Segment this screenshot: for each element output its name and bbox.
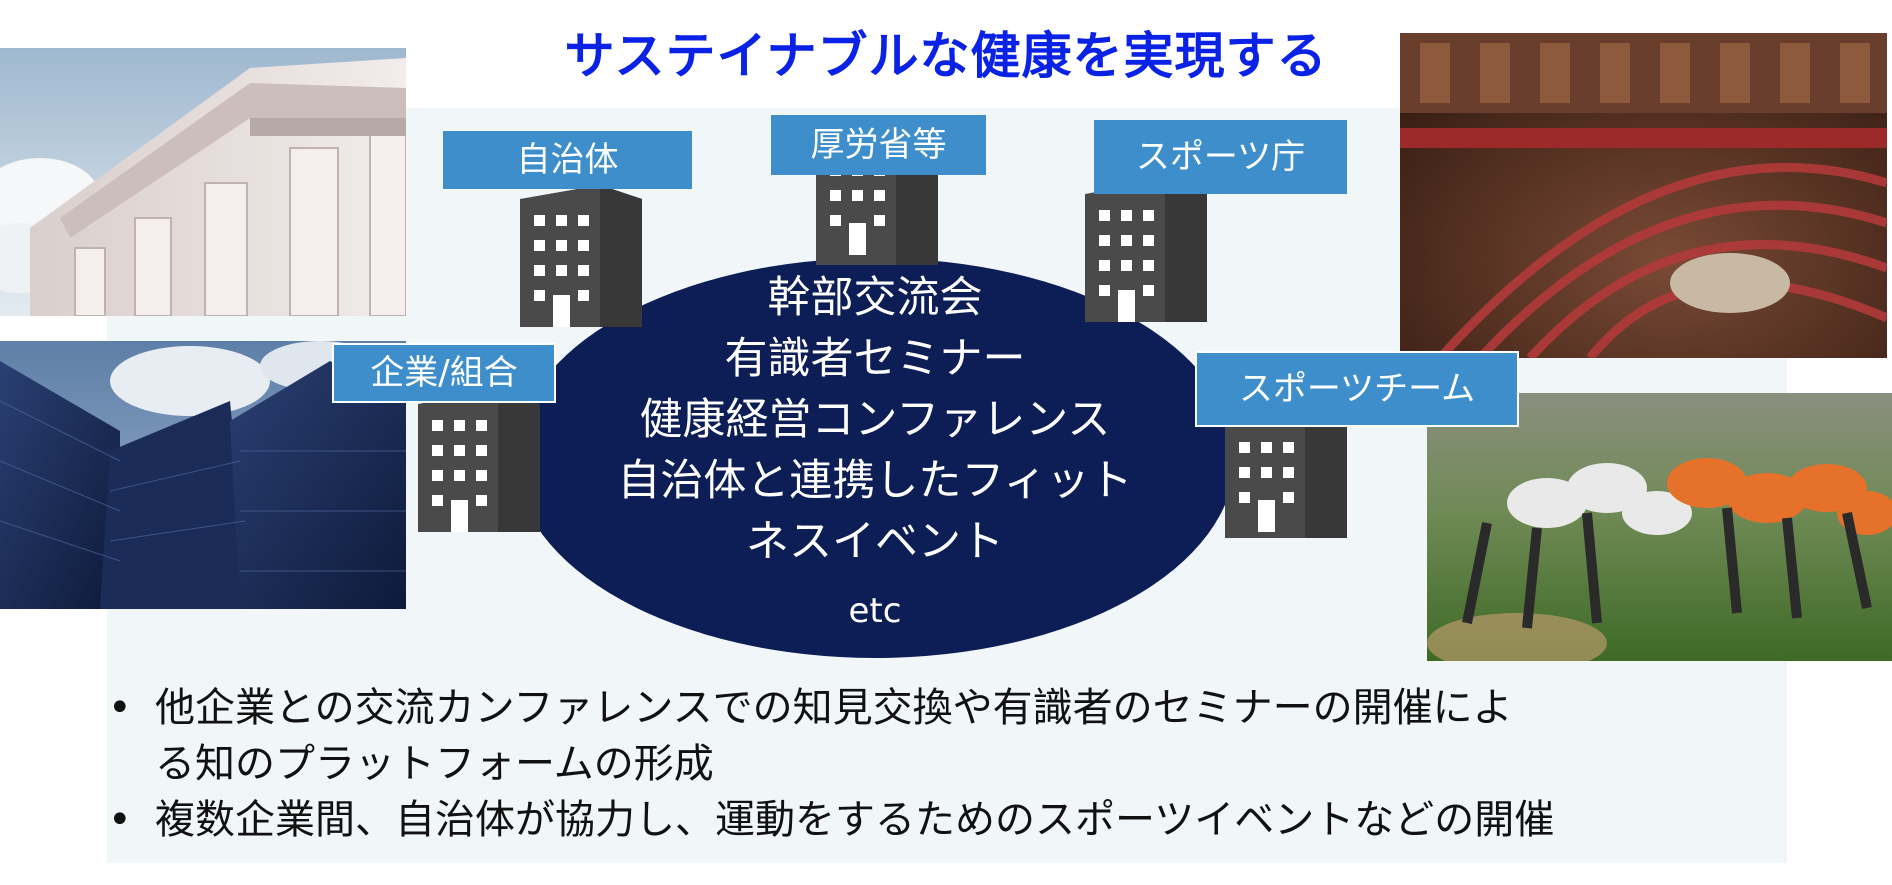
- center-line-health-management-conference: 健康経営コンファレンス: [639, 395, 1111, 445]
- government-building-photo: [0, 48, 406, 316]
- bullet-marker: •: [108, 685, 132, 731]
- bullet-text-line: 複数企業間、自治体が協力し、運動をするためのスポーツイベントなどの開催: [155, 797, 1555, 843]
- bullet-text-line: 他企業との交流カンファレンスでの知見交換や有識者のセミナーの開催によ: [155, 685, 1513, 731]
- page-title: サステイナブルな健康を実現する: [564, 27, 1328, 85]
- center-line-executive-exchange: 幹部交流会: [767, 273, 983, 323]
- label-ministry: 厚労省等: [771, 115, 986, 175]
- center-line-fitness-event-2: ネスイベント: [746, 517, 1004, 567]
- bullet-item: • 複数企業間、自治体が協力し、運動をするためのスポーツイベントなどの開催: [100, 792, 1800, 848]
- building-icon-municipality: [520, 185, 642, 327]
- bullet-list: • 他企業との交流カンファレンスでの知見交換や有識者のセミナーの開催によ る知の…: [100, 680, 1800, 848]
- building-icon-companies: [418, 390, 540, 532]
- label-sports-team: スポーツチーム: [1195, 351, 1519, 427]
- center-activities-text: 幹部交流会 有識者セミナー 健康経営コンファレンス 自治体と連携したフィット ネ…: [515, 268, 1235, 642]
- building-icon-sports-agency: [1085, 180, 1207, 322]
- bullet-item: • 他企業との交流カンファレンスでの知見交換や有識者のセミナーの開催によ る知の…: [100, 680, 1800, 792]
- center-etc: etc: [848, 591, 902, 631]
- rugby-scrum-photo: [1427, 393, 1892, 661]
- label-sports-agency: スポーツ庁: [1094, 120, 1347, 194]
- bullet-text-line: る知のプラットフォームの形成: [155, 741, 714, 787]
- bullet-marker: •: [108, 797, 132, 843]
- building-icon-sports-team: [1225, 402, 1347, 538]
- parliament-photo: [1400, 33, 1887, 358]
- center-line-fitness-event-1: 自治体と連携したフィット: [617, 456, 1133, 506]
- label-municipality: 自治体: [443, 131, 692, 189]
- center-line-expert-seminar: 有識者セミナー: [724, 334, 1026, 384]
- label-companies: 企業/組合: [332, 343, 556, 403]
